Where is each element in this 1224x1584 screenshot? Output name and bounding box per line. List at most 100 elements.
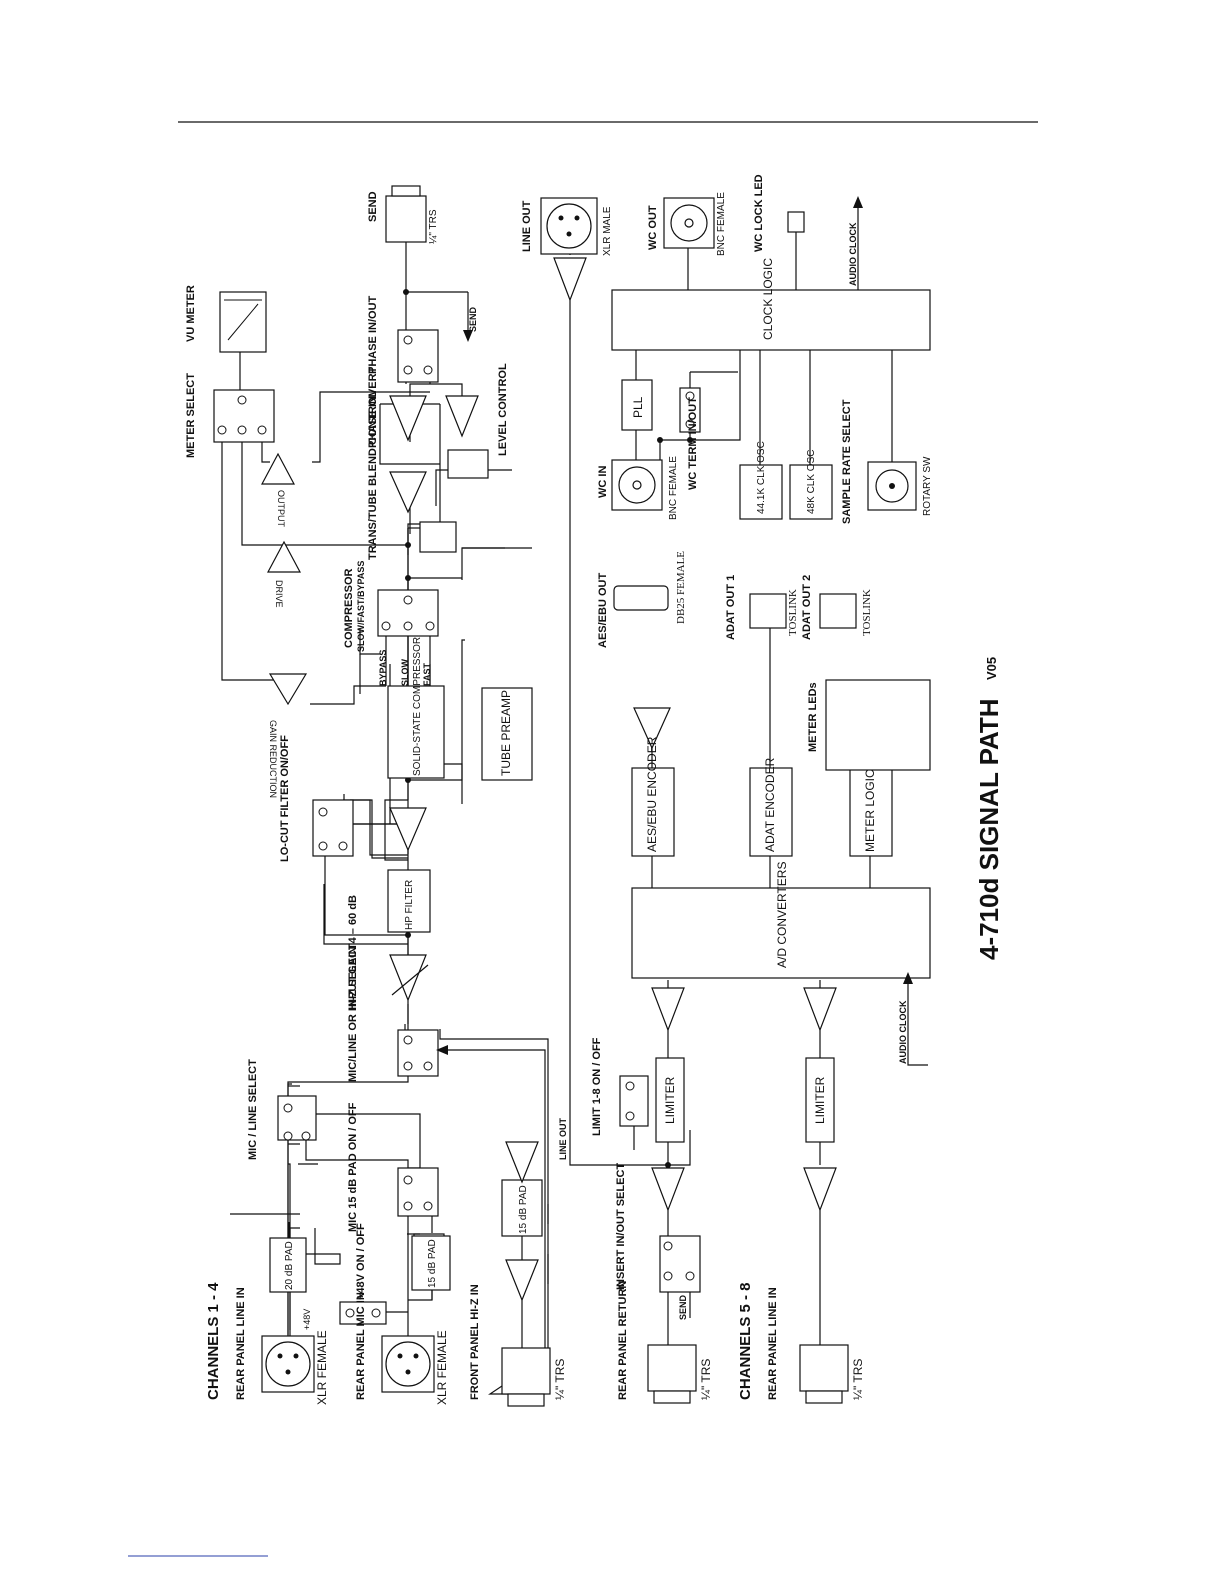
limiter2-box <box>805 1057 835 1143</box>
label-pad15-hiz: 15 dB PAD <box>518 1185 529 1234</box>
label-wc-out: WC OUT <box>647 205 659 250</box>
limit-switch-box <box>619 1075 649 1127</box>
aes-encoder-box <box>631 767 675 857</box>
plus48v-switch-box <box>339 1301 387 1325</box>
label-line-out-wire: LINE OUT <box>558 1117 568 1160</box>
label-bnc-out: BNC FEMALE <box>716 192 727 256</box>
label-sample-rate: SAMPLE RATE SELECT <box>841 399 853 524</box>
adc-box <box>631 887 931 979</box>
label-aes-out: AES/EBU OUT <box>597 573 609 648</box>
osc441-box <box>739 464 783 520</box>
label-level: LEVEL CONTROL <box>497 363 509 456</box>
pll-box <box>621 379 653 431</box>
phase-switch-box <box>397 329 439 383</box>
db25-box <box>613 585 669 611</box>
level-pot-box <box>447 449 489 479</box>
section-ch58: CHANNELS 5 - 8 <box>737 1282 754 1400</box>
label-rear-mic-in: REAR PANEL MIC IN <box>355 1292 367 1400</box>
toslink1-box <box>749 593 787 629</box>
label-trs-line58: ¼" TRS <box>851 1359 865 1400</box>
mic-line-select-box <box>277 1095 317 1141</box>
meter-leds-box <box>825 679 931 771</box>
label-toslink2: TOSLINK <box>861 589 873 636</box>
label-gain-reduction: GAIN REDUCTION <box>268 720 278 798</box>
label-plus48v-small: +48V <box>302 1309 312 1330</box>
label-slow: SLOW <box>400 658 410 686</box>
audio-clock-in-arrow <box>903 972 913 984</box>
mic-pad-switch-box <box>397 1167 439 1217</box>
wires-main <box>221 240 546 1348</box>
label-vu-meter: VU METER <box>185 285 197 342</box>
label-plus48v: +48V ON / OFF <box>355 1223 367 1300</box>
label-rotary: ROTARY SW <box>922 456 933 516</box>
wc-lock-led <box>787 211 805 233</box>
label-hp-filter: HP FILTER <box>404 880 415 930</box>
label-wc-in: WC IN <box>597 466 609 498</box>
label-xlr-female-1: XLR FEMALE <box>315 1330 329 1405</box>
pad15-mic-box <box>411 1235 451 1291</box>
blend-pot-box <box>419 521 457 553</box>
label-toslink1: TOSLINK <box>787 589 799 636</box>
diagram-title: 4-710d SIGNAL PATH <box>974 699 1004 961</box>
label-rear-return: REAR PANEL RETURN <box>617 1281 629 1400</box>
label-blend: TRANS/TUBE BLEND CONTROL <box>367 390 379 560</box>
label-comp-modes: SLOW/FAST/BYPASS <box>356 561 366 652</box>
audio-clock-out-arrow <box>853 196 863 208</box>
label-wc-lock: WC LOCK LED <box>753 174 765 252</box>
label-line-out: LINE OUT <box>521 200 533 252</box>
send-arrow-head <box>463 330 473 342</box>
label-input-gain: INPUT GAIN 4 – 60 dB <box>347 895 359 1010</box>
label-wc-term: WC TERM IN/OUT <box>687 397 699 490</box>
label-adat1: ADAT OUT 1 <box>725 575 737 640</box>
label-pad15-mic: 15 dB PAD <box>427 1239 438 1288</box>
label-trs-return: ¼" TRS <box>699 1359 713 1400</box>
label-limiter1: LIMITER <box>663 1076 677 1124</box>
pad15-hiz-box <box>501 1179 543 1237</box>
label-xlr-female-2: XLR FEMALE <box>435 1330 449 1405</box>
label-meter-leds: METER LEDs <box>807 682 819 752</box>
label-osc441: 44.1K CLK OSC <box>756 441 767 514</box>
label-mic-line-hiz: MIC/LINE OR HI-Z SELECT <box>347 943 359 1082</box>
label-rear-line-in: REAR PANEL LINE IN <box>235 1287 247 1400</box>
label-fast: FAST <box>422 662 432 686</box>
label-meter-logic: METER LOGIC <box>863 769 877 852</box>
toslink2-box <box>819 593 857 629</box>
label-send-insert: SEND <box>678 1294 688 1320</box>
limiter1-box <box>655 1057 685 1143</box>
label-insert: INSERT IN/OUT SELECT <box>615 1163 627 1290</box>
switch-contacts <box>217 335 695 1318</box>
diagram-version: V05 <box>984 657 999 680</box>
mic-line-hiz-select-box <box>397 1029 439 1077</box>
label-limit: LIMIT 1-8 ON / OFF <box>591 1037 603 1136</box>
label-send: SEND <box>367 191 379 222</box>
label-ss-comp: SOLID-STATE COMPRESSOR <box>412 637 423 776</box>
schematic-page: 4-710d SIGNAL PATH V05 CHANNELS 1 - 4 CH… <box>185 174 1004 1407</box>
section-ch14: CHANNELS 1 - 4 <box>205 1282 222 1400</box>
label-pad20: 20 dB PAD <box>284 1241 295 1290</box>
label-adc: A/D CONVERTERS <box>775 862 789 968</box>
label-adat-encoder: ADAT ENCODER <box>763 757 777 852</box>
label-limiter2: LIMITER <box>813 1076 827 1124</box>
label-mic-line-select: MIC / LINE SELECT <box>247 1059 259 1160</box>
tube-preamp-box <box>481 687 533 781</box>
label-comp-select: COMPRESSOR <box>343 568 355 648</box>
label-audio-clock-in: AUDIO CLOCK <box>898 1000 908 1064</box>
clock-logic-box <box>611 289 931 351</box>
label-bnc-in: BNC FEMALE <box>668 456 679 520</box>
amplifiers <box>261 257 837 1302</box>
labels: 4-710d SIGNAL PATH V05 CHANNELS 1 - 4 CH… <box>185 174 1004 1405</box>
label-phase-inout: PHASE IN/OUT <box>367 295 379 374</box>
label-audio-clock-out: AUDIO CLOCK <box>848 222 858 286</box>
label-output: OUTPUT <box>276 490 286 528</box>
boxes <box>213 211 931 1325</box>
label-send-arrow: SEND <box>468 306 478 332</box>
label-db25: DB25 FEMALE <box>675 551 687 624</box>
label-lo-cut: LO-CUT FILTER ON/OFF <box>279 735 291 862</box>
label-meter-select: METER SELECT <box>185 373 197 458</box>
vu-needle <box>227 303 259 341</box>
hiz-arrow-head <box>436 1045 448 1055</box>
wc-term-switch-box <box>679 387 701 433</box>
label-phase-invert: PHASE INVERT <box>367 366 379 448</box>
label-osc48: 48K CLK OSC <box>806 450 817 514</box>
